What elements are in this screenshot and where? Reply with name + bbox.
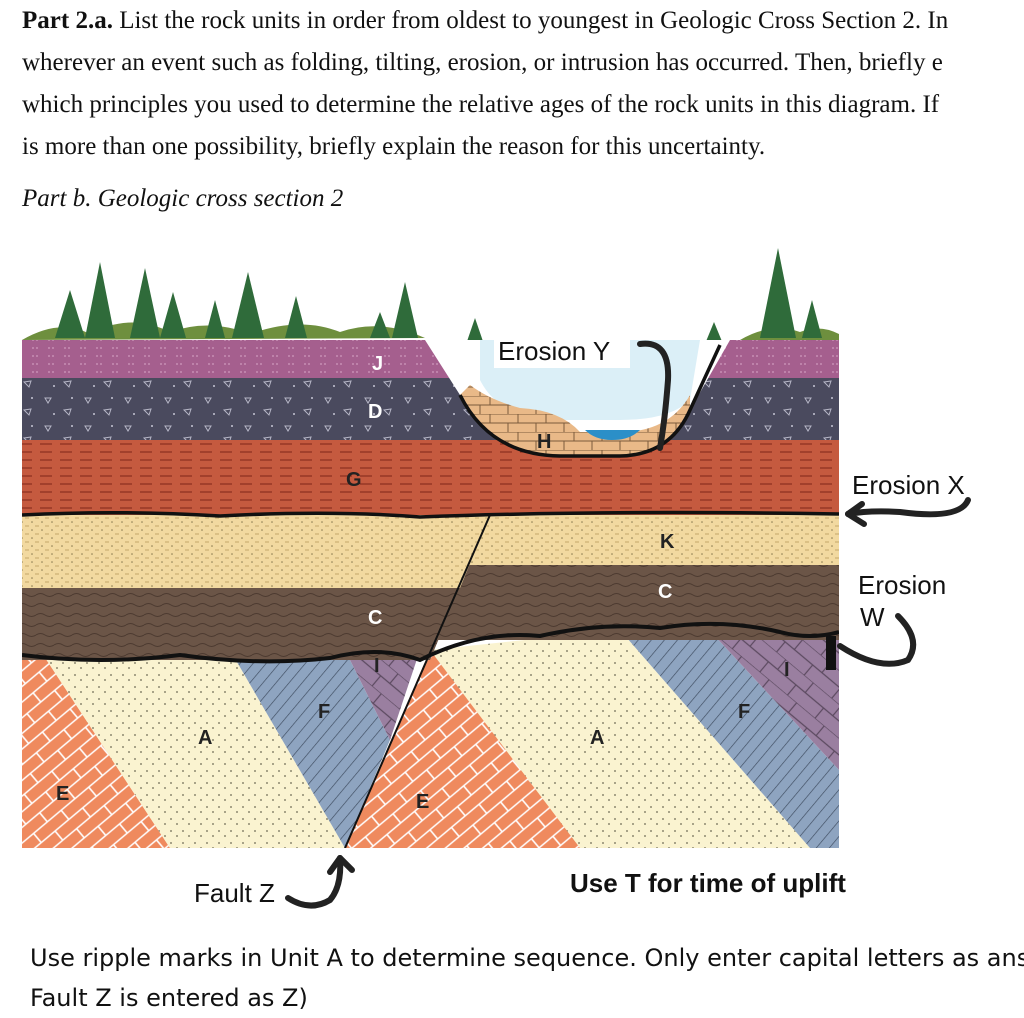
label-A-right: A <box>590 727 604 749</box>
question-text: Part 2.a. List the rock units in order f… <box>22 0 1024 168</box>
strata <box>22 340 839 848</box>
label-C-right: C <box>658 581 672 603</box>
unit-K-right <box>460 515 839 565</box>
erosion-w-line <box>22 621 839 664</box>
label-I-right: I <box>784 659 790 681</box>
instructions-line-2: Fault Z is entered as Z) <box>30 984 308 1012</box>
label-A-left: A <box>198 727 212 749</box>
label-K: K <box>660 531 675 553</box>
cross-section-figure: J D G H K C C I I F F A A E E Erosion Y … <box>0 240 1024 935</box>
unit-D <box>22 378 839 440</box>
river <box>585 430 640 440</box>
unit-F-left <box>230 650 390 848</box>
label-F-right: F <box>738 701 750 723</box>
erosion-x-label: Erosion X <box>852 470 965 500</box>
unit-G <box>22 440 839 515</box>
label-E-left: E <box>56 783 69 805</box>
forest-line <box>22 248 839 356</box>
instructions-line-1: Use ripple marks in Unit A to determine … <box>30 944 1024 972</box>
unit-E-left <box>22 650 170 848</box>
label-E-mid: E <box>416 791 429 813</box>
erosion-y-label: Erosion Y <box>498 336 610 366</box>
unit-I-left <box>345 650 420 740</box>
erosion-y-line <box>458 344 722 458</box>
unit-C-left <box>22 588 460 660</box>
cross-section-svg: J D G H K C C I I F F A A E E Erosion Y … <box>22 248 986 909</box>
unit-I-right <box>700 620 839 770</box>
fault-z-label: Fault Z <box>194 878 275 908</box>
erosion-w-label: Erosion <box>858 570 946 600</box>
uplift-note: Use T for time of uplift <box>570 868 846 898</box>
question-line-4: is more than one possibility, briefly ex… <box>22 133 766 160</box>
erosion-y-arrow <box>637 340 672 451</box>
unit-labels: J D G H K C C I I F F A A E E <box>56 353 790 813</box>
unit-C-right <box>430 565 839 640</box>
fault-z-arrow <box>285 855 344 909</box>
fault-z-line <box>344 514 491 848</box>
erosion-x-line <box>22 510 839 519</box>
question-line-2: wherever an event such as folding, tilti… <box>22 49 943 76</box>
unit-A-left <box>40 650 345 848</box>
unit-H <box>460 385 690 456</box>
unit-K-left <box>22 515 490 588</box>
label-I-left: I <box>374 655 380 677</box>
label-C-left: C <box>368 607 382 629</box>
unit-F-right <box>620 620 839 848</box>
label-J: J <box>372 353 383 375</box>
label-H: H <box>537 431 551 453</box>
erosion-w-arrow <box>837 613 917 667</box>
figure-subtitle: Part b. Geologic cross section 2 <box>22 185 344 212</box>
erosion-x-arrow <box>845 497 971 518</box>
unit-E-mid <box>345 650 580 848</box>
unit-A-right <box>430 630 810 848</box>
instructions: Use ripple marks in Unit A to determine … <box>30 938 1024 1018</box>
label-G: G <box>346 469 362 491</box>
question-line-3: which principles you used to determine t… <box>22 91 940 118</box>
part-label: Part 2.a. <box>22 7 113 34</box>
question-line-1: Part 2.a. List the rock units in order f… <box>22 7 949 34</box>
erosion-w-label-2: W <box>860 602 885 632</box>
label-D: D <box>368 401 382 423</box>
label-F-left: F <box>318 701 330 723</box>
callouts: Erosion Y Erosion X Erosion W Fault Z Us… <box>194 334 986 909</box>
